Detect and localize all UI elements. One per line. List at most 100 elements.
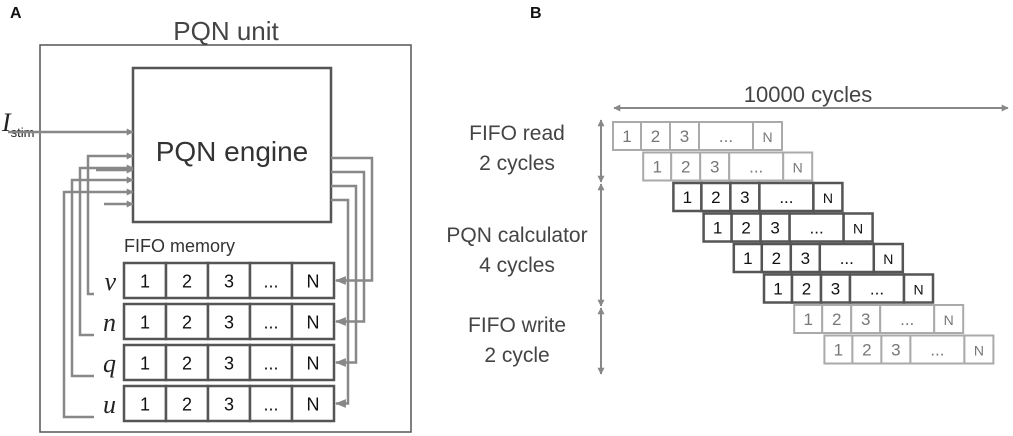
stage-name: FIFO read [469,122,565,145]
pqn-unit-box [39,44,412,433]
stage-2: FIFO write 2 cycle [468,307,605,375]
register-cell [206,261,252,300]
pqn-unit-title: PQN unit [173,16,279,46]
pipeline-cell [699,151,731,182]
pipeline-cell-label: 2 [832,310,841,329]
pipeline-cell [902,273,935,304]
register-cell-label: ... [263,313,278,333]
pipeline-cell-label: ... [810,219,824,238]
register-cell-label: 2 [182,395,192,415]
pipeline-cell [823,334,854,365]
register-cell-label: N [307,313,320,333]
pipeline-cell-label: N [853,221,863,237]
register-cell-label: 3 [224,313,234,333]
pipeline-cell [909,334,966,365]
pipeline-cell-label: 1 [743,249,752,268]
register-cell [290,302,336,341]
register-cell [290,343,336,382]
pipeline-cell-label: N [762,129,772,145]
pipeline-cell-label: 2 [651,127,660,146]
feedback-in-v [86,152,134,296]
stage-1: PQN calculator 4 cycles [446,183,605,307]
stage-name: FIFO write [468,314,566,337]
register-cell [290,384,336,423]
pipeline-cell-label: 1 [622,127,631,146]
register-cell-label: 3 [224,395,234,415]
pipeline-cell [702,212,733,243]
pipeline-cell-label: 3 [831,280,840,299]
pipeline-cell [879,304,936,334]
pipeline-cell [790,273,823,304]
pipeline-cell-label: 3 [740,188,749,207]
pipeline-cell-label: ... [719,127,733,146]
pipeline-cell [752,121,783,151]
pipeline-cell-label: ... [749,158,763,177]
pipeline-cell [963,334,995,365]
panel-a-label: A [10,5,22,22]
pipeline-cell [728,151,785,182]
register-cell [164,384,210,423]
pipeline-cell-label: ... [870,280,884,299]
pipeline-cell-label: ... [840,249,854,268]
feedback-in-q [70,176,134,378]
pipeline-cell [872,242,905,274]
pipeline-cell-label: 2 [711,188,720,207]
feedback-wires [62,152,374,419]
pipeline-cell [812,181,844,213]
pipeline-cell-label: 2 [862,341,871,360]
register-cell [164,302,210,341]
register-name: q [103,349,116,378]
pipeline-cell-label: 2 [681,158,690,177]
register-cell-label: 3 [224,354,234,374]
stage-name: PQN calculator [446,224,587,247]
stage-cycles: 2 cycle [484,344,549,367]
feedback-out-u [331,198,350,408]
register-name: v [104,267,116,296]
pipeline-cell-label: 1 [652,158,661,177]
pipeline-cell [850,304,882,334]
pipeline-cell-label: N [913,282,923,298]
pipeline-cell-label: 1 [773,280,782,299]
register-cell-label: 2 [182,354,192,374]
pipeline-cell [819,273,852,304]
stage-cycles: 4 cycles [479,254,555,277]
pipeline-cell [782,151,814,182]
pipeline-cell-label: 3 [801,249,810,268]
panel-b-label: B [530,5,542,22]
pipeline-cell [793,304,824,334]
register-cell-label: 1 [140,354,150,374]
pipeline-cell-label: 1 [834,341,843,360]
pipeline-cell-label: 1 [803,310,812,329]
pipeline-cell-label: 1 [683,188,692,207]
pipeline-cell [730,212,762,243]
feedback-in-n [78,164,134,337]
panel-a: A PQN unit PQN engine Istim FIFO memory … [1,5,412,433]
register-cell-label: N [307,272,320,292]
pqn-engine-label: PQN engine [156,136,309,167]
pipeline-cell-label: 3 [861,310,870,329]
register-cell [248,302,294,341]
feedback-out-n [331,170,366,326]
pipeline-row-0: 1 2 3... N [612,121,783,151]
pipeline-cell [818,242,876,274]
register-cell-label: N [307,354,320,374]
pipeline-cell-label: N [793,160,803,176]
input-label: Istim [1,108,35,140]
register-cell [248,384,294,423]
pipeline-cell-label: 1 [713,219,722,238]
pipeline-cell-label: ... [900,310,914,329]
pipeline-cell-label: 3 [680,127,689,146]
pipeline-cell [933,304,965,334]
